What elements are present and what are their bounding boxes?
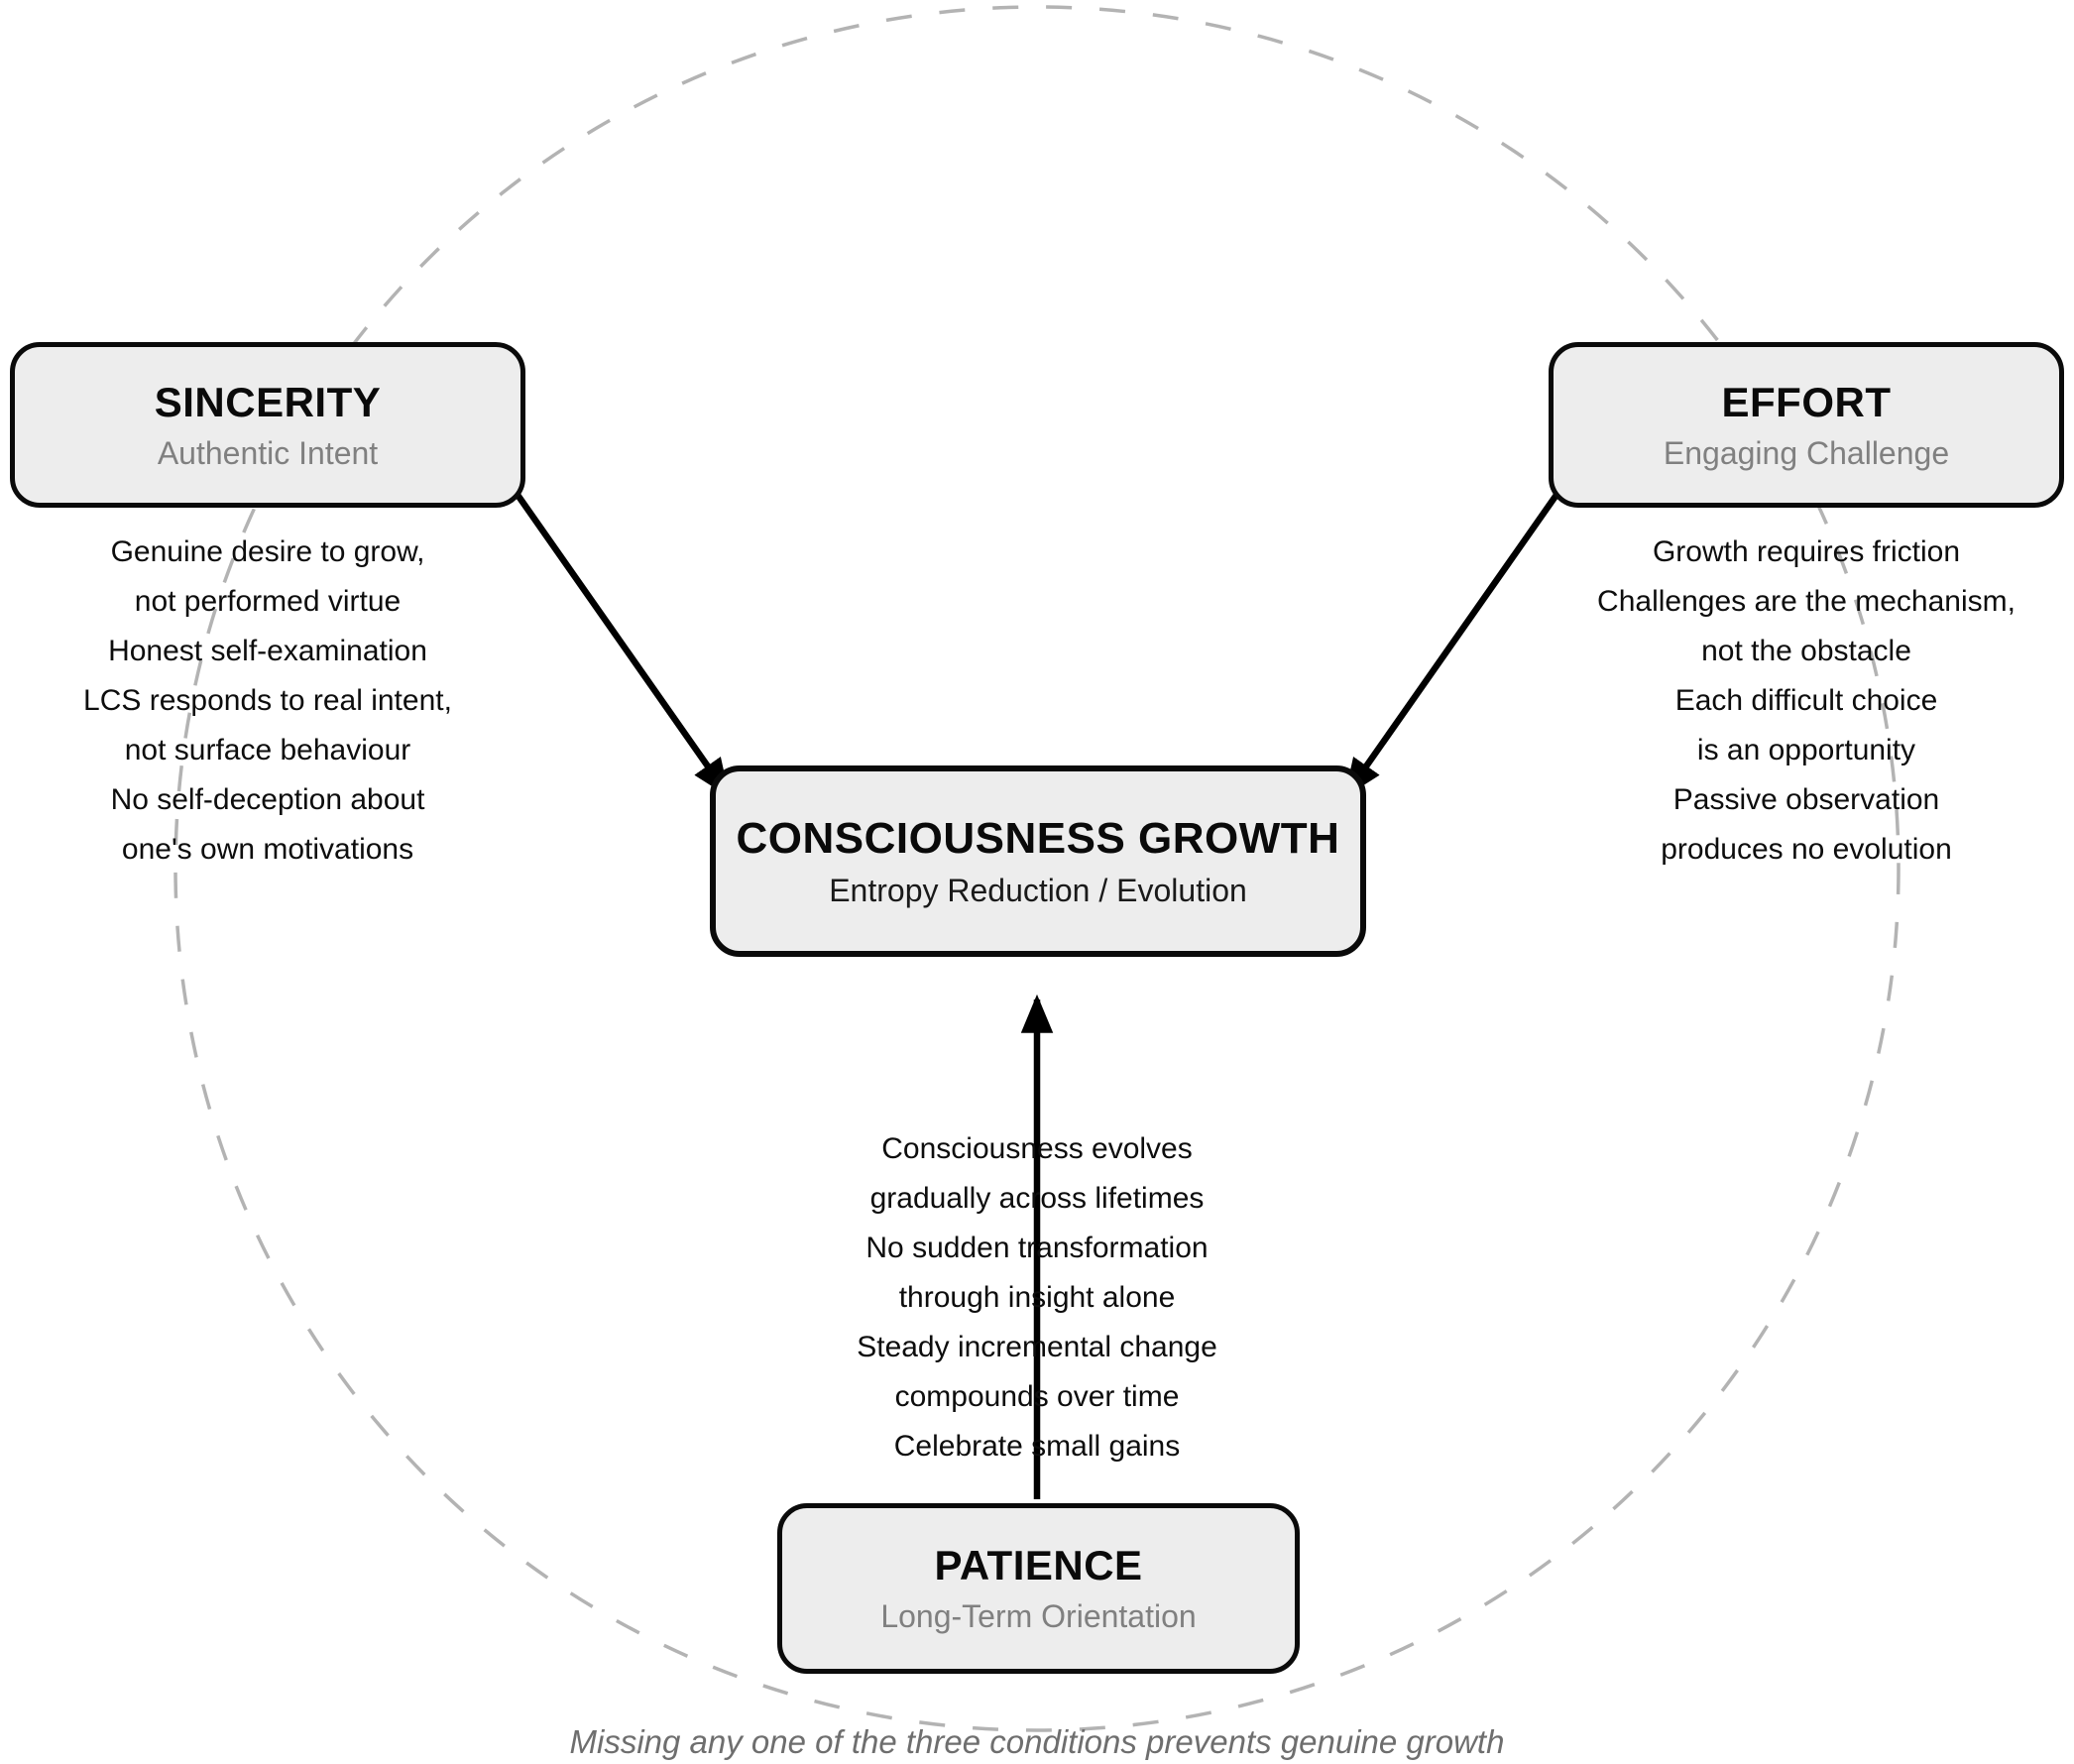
description-line: not surface behaviour — [124, 734, 411, 766]
effort-node: EFFORT Engaging Challenge — [1549, 342, 2064, 508]
description-line: Consciousness evolves — [881, 1132, 1193, 1165]
sincerity-to-center-arrow — [501, 473, 730, 798]
description-line: is an opportunity — [1696, 734, 1916, 766]
description-line: No self-deception about — [110, 783, 425, 816]
description-line: Each difficult choice — [1674, 684, 1938, 717]
sincerity-subtitle: Authentic Intent — [157, 434, 379, 471]
consciousness-growth-title: CONSCIOUSNESS GROWTH — [736, 813, 1340, 863]
effort-description: Growth requires friction Challenges are … — [1558, 528, 2054, 875]
description-line: produces no evolution — [1661, 833, 1952, 866]
consciousness-growth-subtitle: Entropy Reduction / Evolution — [829, 872, 1247, 908]
bottom-caption: Missing any one of the three conditions … — [569, 1723, 1505, 1760]
sincerity-description: Genuine desire to grow, not performed vi… — [20, 528, 516, 875]
consciousness-growth-node: CONSCIOUSNESS GROWTH Entropy Reduction /… — [710, 765, 1366, 957]
patience-title: PATIENCE — [934, 1542, 1143, 1588]
effort-subtitle: Engaging Challenge — [1663, 434, 1950, 471]
description-line: No sudden transformation — [865, 1232, 1209, 1264]
patience-subtitle: Long-Term Orientation — [880, 1598, 1197, 1634]
effort-to-center-arrow — [1344, 473, 1573, 798]
description-line: LCS responds to real intent, — [83, 684, 452, 717]
description-line: compounds over time — [894, 1380, 1180, 1413]
description-line: one's own motivations — [121, 833, 414, 866]
description-line: through insight alone — [898, 1281, 1176, 1314]
patience-description: Consciousness evolves gradually across l… — [789, 1124, 1285, 1471]
sincerity-title: SINCERITY — [154, 378, 382, 425]
description-line: Growth requires friction — [1652, 535, 1961, 568]
description-line: Genuine desire to grow, — [110, 535, 425, 568]
effort-title: EFFORT — [1721, 378, 1892, 425]
description-line: Celebrate small gains — [893, 1430, 1181, 1463]
sincerity-node: SINCERITY Authentic Intent — [10, 342, 525, 508]
description-line: Challenges are the mechanism, — [1597, 585, 2016, 618]
description-line: Passive observation — [1672, 783, 1940, 816]
patience-node: PATIENCE Long-Term Orientation — [777, 1503, 1300, 1674]
description-line: gradually across lifetimes — [869, 1182, 1205, 1215]
description-line: not the obstacle — [1701, 635, 1911, 667]
description-line: Honest self-examination — [108, 635, 427, 667]
dashed-boundary-circle — [173, 5, 1901, 1732]
description-line: Steady incremental change — [857, 1331, 1217, 1363]
description-line: not performed virtue — [134, 585, 402, 618]
